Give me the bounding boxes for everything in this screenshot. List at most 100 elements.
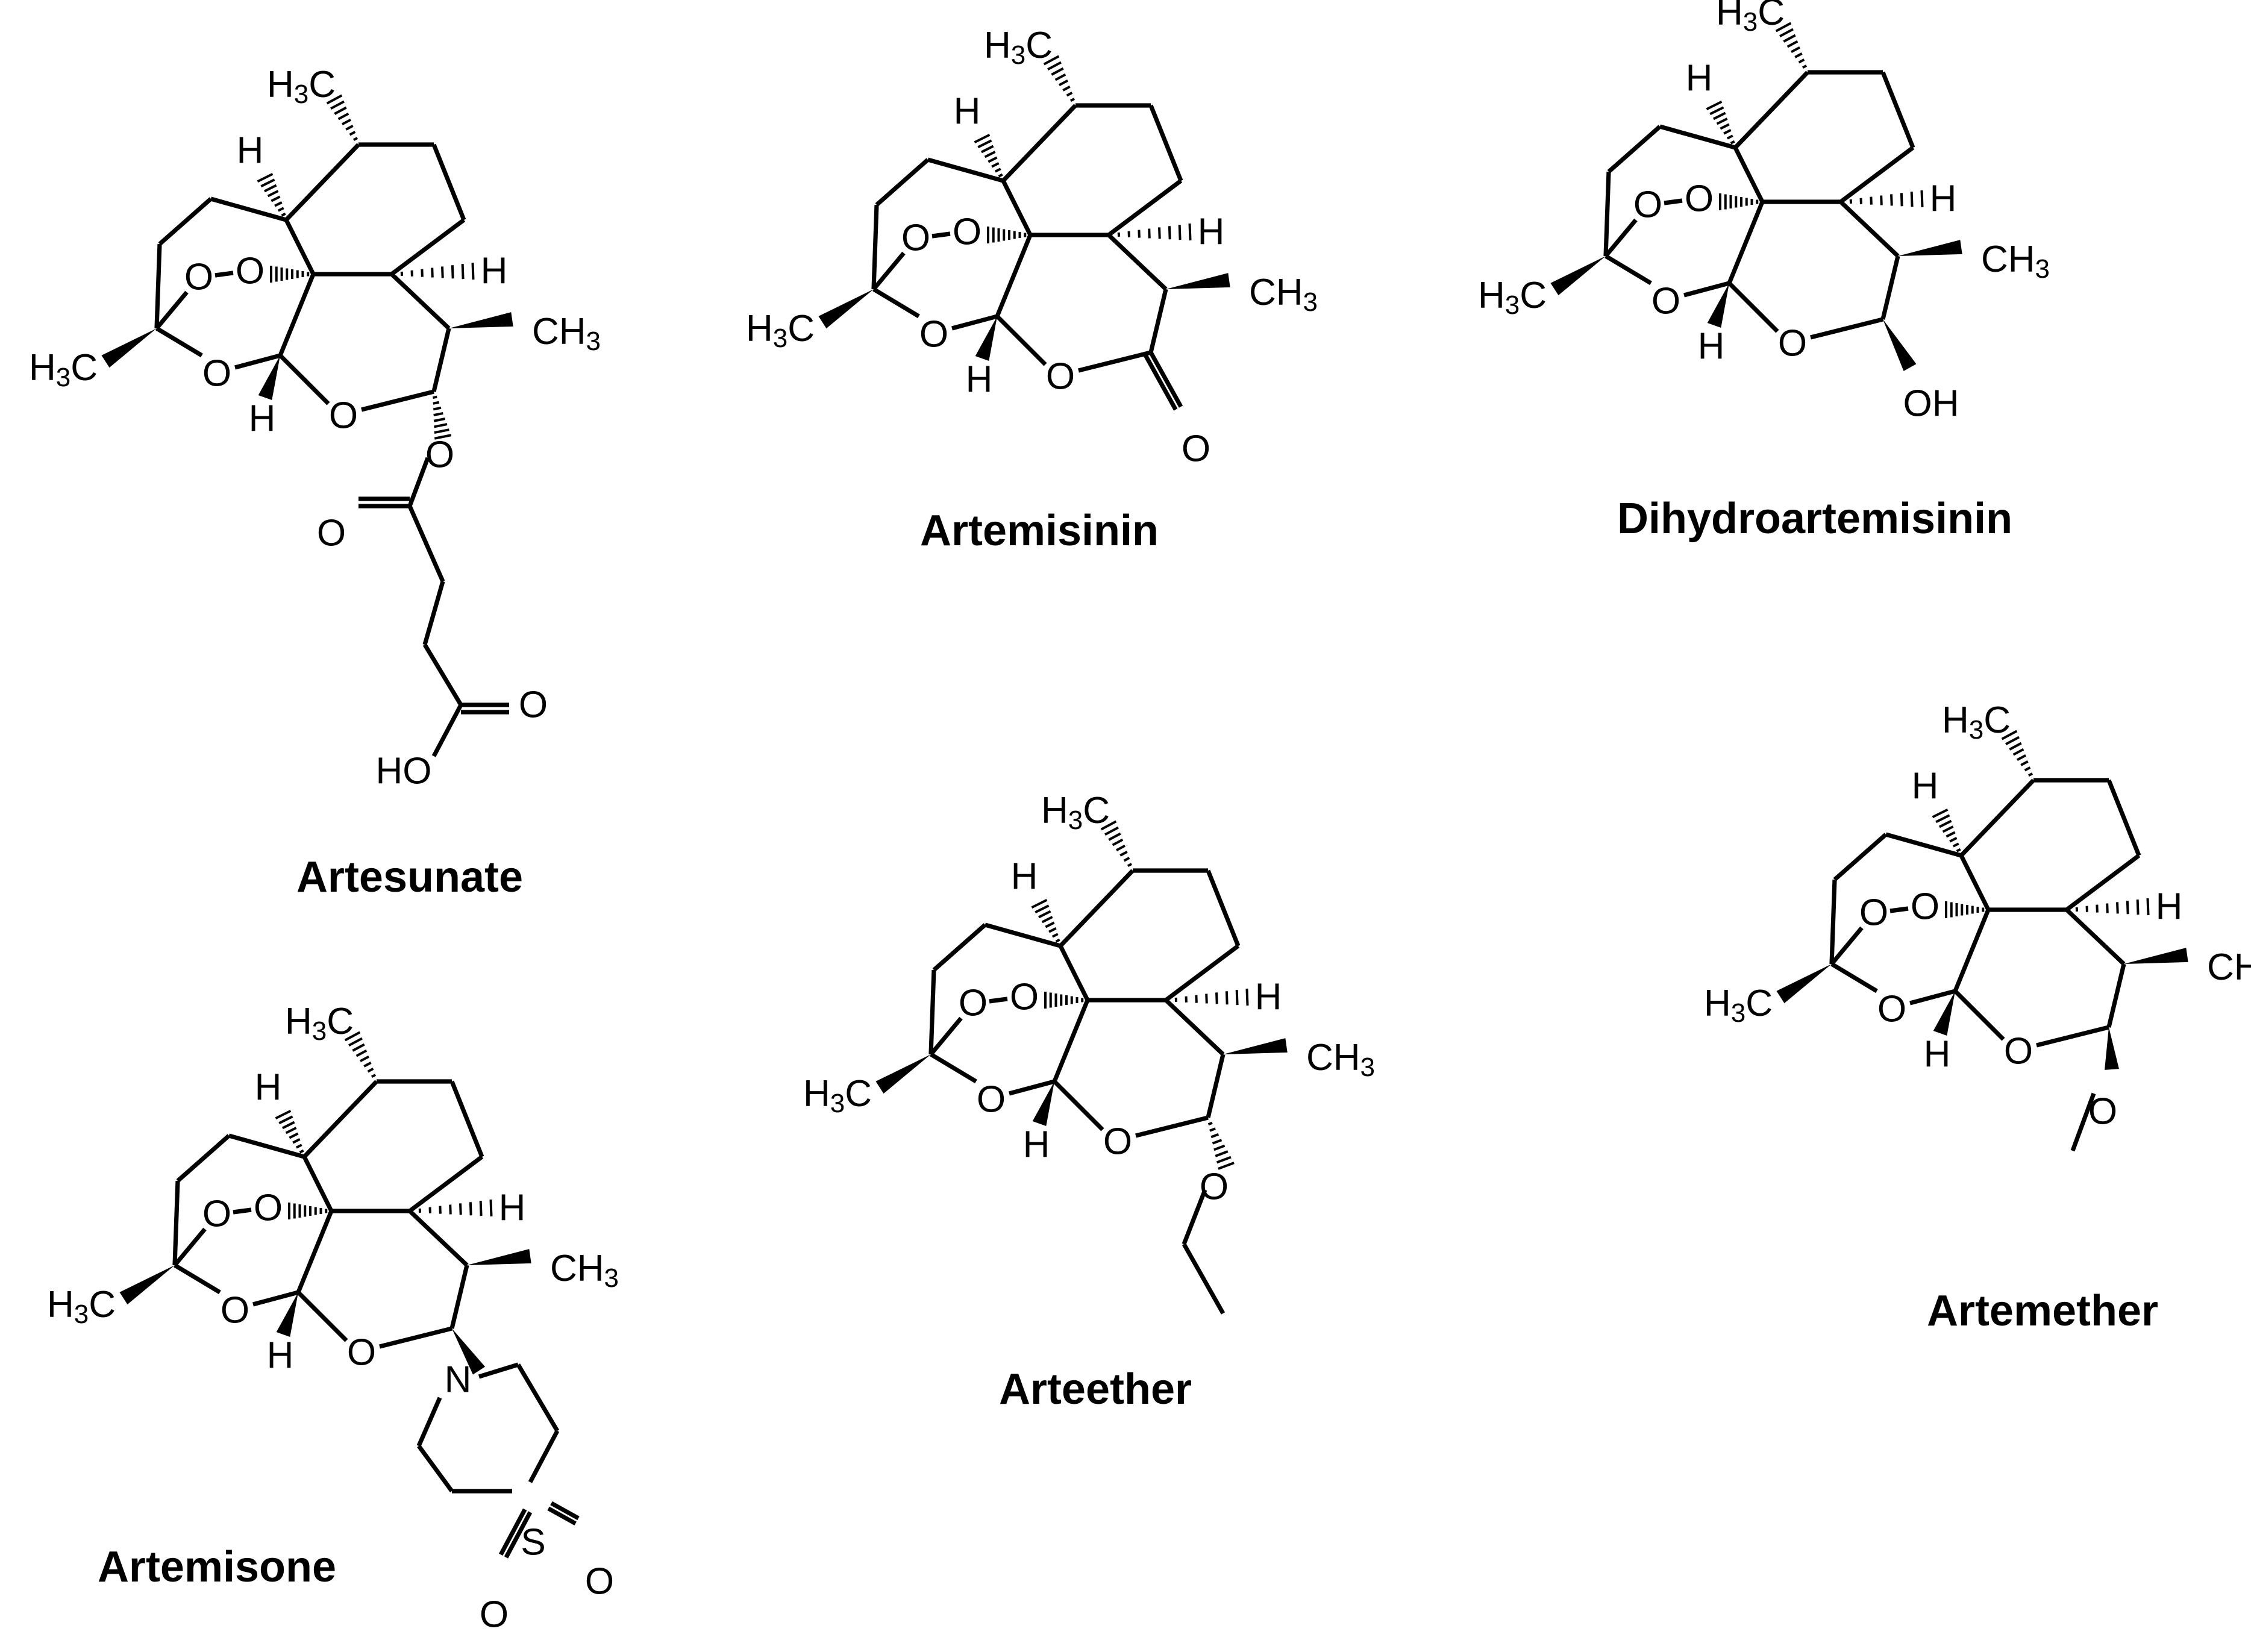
peroxide-oxygen-left: O: [202, 1194, 231, 1235]
wedge-bond-h-bottom: [1032, 1081, 1054, 1127]
peroxide-oxygen-left: O: [1859, 892, 1888, 934]
methyl-top-label: H3C: [1041, 790, 1110, 835]
hash-bond-h-right: [2075, 898, 2150, 916]
wedge-bond-h-bottom: [276, 1292, 298, 1338]
hash-bond-methyl-top: [1775, 22, 1808, 69]
ring-bond: [296, 1291, 348, 1342]
wedge-bond-methyl-left: [818, 289, 874, 329]
peroxide-oxygen-left: O: [959, 983, 988, 1024]
peroxide-oxygen-right: O: [1010, 977, 1039, 1018]
methyl-left-label: H3C: [29, 347, 98, 392]
lactone-carbonyl-bond: [1144, 354, 1178, 411]
methyl-top-label: H3C: [285, 1001, 354, 1046]
peroxide-oxygen-left: O: [1633, 184, 1662, 226]
ring-oxygen-lower-left: O: [1877, 989, 1906, 1030]
ring-oxygen-lower-left: O: [919, 314, 948, 355]
methyl-top-label: H3C: [984, 25, 1053, 70]
peroxide-oxygen-right: O: [254, 1187, 283, 1229]
methyl-right-label: CH3: [550, 1248, 619, 1293]
ring-oxygen-lactone: O: [1046, 356, 1075, 398]
hydrogen-label-bottom: H: [267, 1335, 294, 1377]
hash-bond-peroxide: [288, 1203, 328, 1219]
ring-bond: [2106, 779, 2141, 857]
methyl-left-label: H3C: [1704, 983, 1773, 1028]
ring-bond: [2106, 963, 2126, 1028]
ring-bond: [2065, 908, 2126, 966]
peroxide-bond: [1664, 198, 1683, 205]
wedge-bond-methyl-right: [449, 312, 513, 328]
ring-bond: [449, 1080, 484, 1158]
hydrogen-label-right: H: [499, 1187, 526, 1229]
ring-bond: [408, 1155, 484, 1213]
ring-bond: [1148, 104, 1183, 182]
ring-bond: [302, 1156, 334, 1212]
peroxide-bond: [931, 231, 951, 239]
ring-bond: [528, 1430, 560, 1483]
hydroxyl-label-acid: HO: [376, 751, 432, 792]
ring-bond: [1607, 125, 1662, 174]
ring-bond: [928, 969, 936, 1055]
hydrogen-label-bottom: H: [966, 359, 993, 401]
chain-bond: [422, 581, 445, 645]
ring-bond: [176, 1134, 231, 1183]
ring-bond: [1107, 233, 1168, 291]
hash-bond-peroxide: [1719, 193, 1759, 210]
wedge-bond-h-bottom: [975, 316, 997, 361]
ring-bond: [174, 1263, 221, 1295]
ring-oxygen-lactone: O: [329, 395, 358, 437]
hash-bond-h-top: [1706, 100, 1735, 145]
carbonyl-oxygen-2: O: [519, 684, 548, 726]
chain-bond: [431, 704, 463, 757]
hash-bond-methyl-top: [326, 94, 358, 142]
peroxide-oxygen-left: O: [901, 217, 930, 259]
hydrogen-label-right: H: [1930, 178, 1957, 220]
hash-bond-h-top: [1031, 898, 1060, 943]
sulfonyl-double-bond: [550, 1501, 580, 1521]
ring-bond: [1052, 999, 1090, 1083]
ring-bond: [875, 158, 930, 207]
ring-oxygen-lower-left: O: [202, 353, 231, 395]
ring-bond: [1959, 778, 2035, 857]
methyl-top-label: H3C: [1942, 699, 2011, 745]
hydrogen-label-bottom: H: [1023, 1124, 1050, 1166]
ring-bond: [302, 1080, 378, 1159]
ring-bond: [431, 143, 466, 221]
methyl-left-label: H3C: [1478, 275, 1547, 320]
methyl-left-label: H3C: [803, 1073, 872, 1118]
compound-name-dihydroartemisinin: Dihydroartemisinin: [1617, 495, 2012, 543]
peroxide-bond: [214, 271, 234, 278]
ring-bond: [872, 287, 920, 319]
wedge-bond-h-bottom: [258, 355, 280, 401]
ring-bond: [1830, 962, 1878, 993]
ring-oxygen-lower-left: O: [977, 1079, 1006, 1121]
compound-name-arteether: Arteether: [999, 1365, 1192, 1413]
methyl-left-label: H3C: [47, 1284, 116, 1329]
methyl-right-label: CH3: [1249, 272, 1318, 317]
ring-bond: [1829, 879, 1837, 965]
hydroxyl-label: OH: [1903, 383, 1959, 425]
ring-bond: [1148, 289, 1168, 353]
ring-bond: [1053, 1080, 1104, 1131]
wedge-bond-methyl-left: [1550, 256, 1606, 296]
ring-bond: [985, 922, 1061, 948]
ring-bond: [155, 326, 203, 358]
hash-bond-methyl-top: [344, 1031, 377, 1078]
ring-oxygen-lactone: O: [1778, 323, 1807, 365]
ring-bond: [172, 1180, 180, 1266]
hash-bond-peroxide: [987, 227, 1027, 243]
hydrogen-label-top: H: [255, 1067, 282, 1109]
ring-bond: [1659, 124, 1736, 150]
ring-oxygen-lactone: O: [347, 1332, 376, 1374]
ring-bond: [2036, 1025, 2109, 1048]
ring-bond: [1683, 281, 1730, 298]
wedge-bond-methyl-right: [467, 1249, 531, 1265]
wedge-bond-methyl-left: [1776, 964, 1832, 1004]
ring-bond: [1001, 180, 1033, 236]
hydrogen-label-top: H: [954, 91, 981, 133]
ring-bond: [1953, 989, 2005, 1041]
ring-bond: [278, 273, 316, 357]
